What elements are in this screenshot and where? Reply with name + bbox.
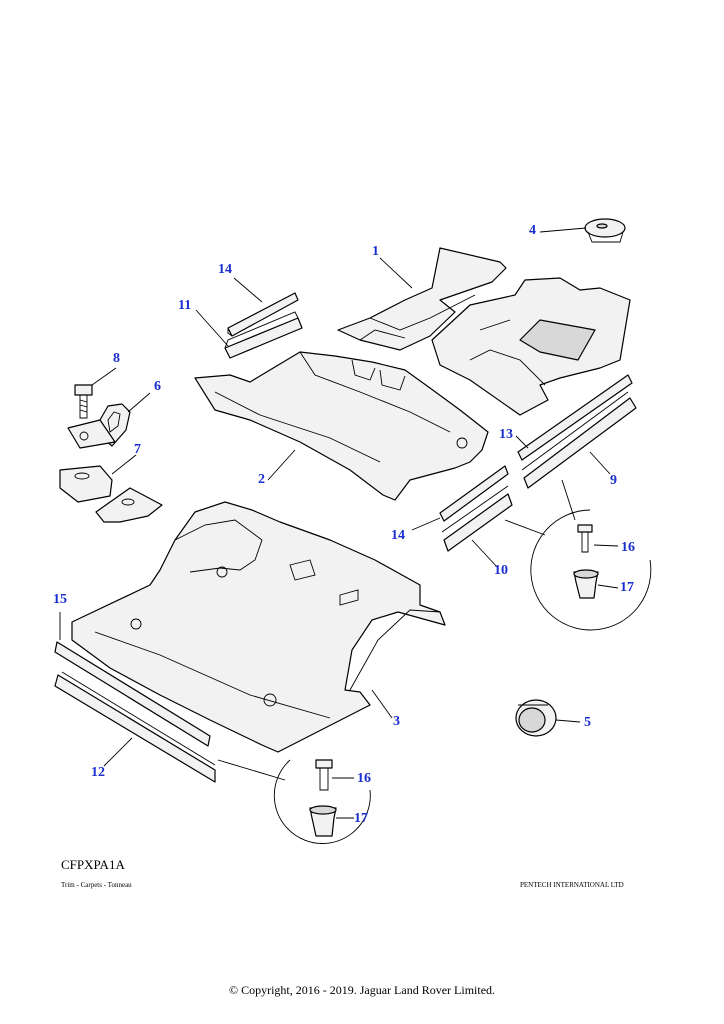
callout-1[interactable]: 1 [372, 244, 379, 259]
part-14-lower-strip[interactable] [439, 465, 509, 522]
callout-2[interactable]: 2 [258, 472, 265, 487]
publisher-label: PENTECH INTERNATIONAL LTD [520, 881, 624, 889]
callout-12[interactable]: 12 [91, 765, 105, 780]
callout-6[interactable]: 6 [154, 379, 161, 394]
callout-9[interactable]: 9 [610, 473, 617, 488]
part-13-strip[interactable] [517, 374, 633, 461]
callout-7[interactable]: 7 [134, 442, 141, 457]
callout-10[interactable]: 10 [494, 563, 508, 578]
part-2-tunnel-carpet[interactable] [194, 351, 489, 501]
callout-15[interactable]: 15 [53, 592, 67, 607]
copyright-notice: © Copyright, 2016 - 2019. Jaguar Land Ro… [228, 983, 496, 997]
part-14-upper-strip[interactable] [227, 292, 299, 337]
part-6-tie-down-loop[interactable] [67, 403, 131, 449]
callout-11[interactable]: 11 [178, 298, 192, 313]
callout-17-right[interactable]: 17 [620, 580, 634, 595]
callout-4[interactable]: 4 [529, 223, 536, 238]
part-1-front-carpet-right[interactable] [431, 277, 631, 416]
callout-5[interactable]: 5 [584, 715, 591, 730]
callout-16-lower[interactable]: 16 [357, 771, 371, 786]
callout-13[interactable]: 13 [499, 427, 513, 442]
plate-subtitle: Trim - Carpets - Tonneau [61, 881, 132, 889]
detail-circle-fasteners-right [504, 479, 652, 631]
callout-8[interactable]: 8 [113, 351, 120, 366]
part-10-strip[interactable] [441, 485, 513, 552]
part-9-strip[interactable] [521, 391, 637, 489]
plate-code: CFPXPA1A [61, 857, 125, 872]
part-15-sill-strip[interactable] [54, 641, 211, 747]
callout-14-upper[interactable]: 14 [218, 262, 232, 277]
callout-14-lower[interactable]: 14 [391, 528, 405, 543]
part-5-plug[interactable] [515, 699, 557, 737]
part-12-sill-strip[interactable] [54, 671, 216, 783]
part-4-grommet[interactable] [584, 218, 626, 243]
callout-16-right[interactable]: 16 [621, 540, 635, 555]
part-7-bracket[interactable] [59, 465, 163, 523]
leader-lines [59, 227, 619, 819]
callout-3[interactable]: 3 [393, 714, 400, 729]
detail-circle-fasteners-lower [217, 759, 371, 844]
part-3-rear-floor-carpet[interactable] [71, 501, 446, 753]
part-8-bolt[interactable] [74, 384, 93, 419]
part-1-front-carpet[interactable] [337, 247, 507, 351]
callout-17-lower[interactable]: 17 [354, 811, 368, 826]
